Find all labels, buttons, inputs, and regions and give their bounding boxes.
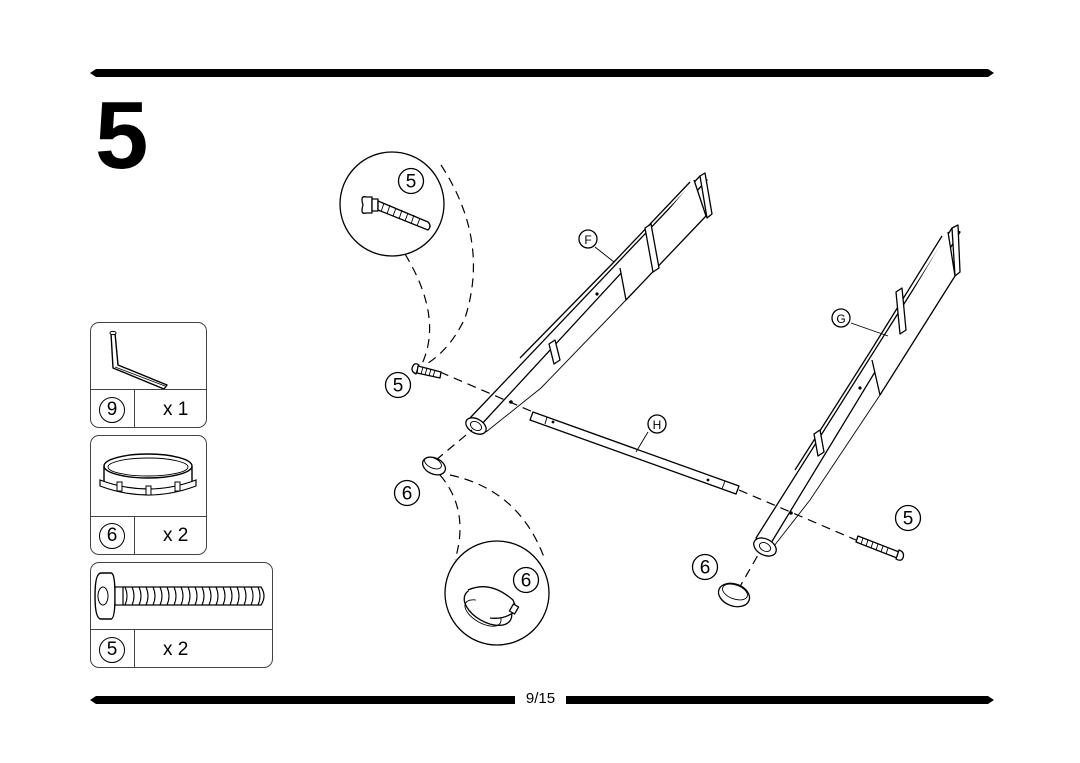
part-id-5: 5 — [99, 637, 125, 663]
callout-bolt-right: 5 — [894, 504, 922, 532]
part-box-bolt: 5 x 2 — [90, 562, 273, 668]
part-box-allen-key: 9 x 1 — [90, 322, 207, 428]
svg-text:5: 5 — [406, 172, 417, 193]
frame-part-f — [465, 172, 713, 435]
svg-text:6: 6 — [700, 558, 711, 579]
zoom-bubble-cap — [439, 474, 550, 646]
allen-key-icon — [109, 330, 168, 389]
zoom-bolt-thread — [380, 202, 421, 227]
svg-text:5: 5 — [903, 509, 914, 530]
bottom-rule-left — [90, 696, 515, 704]
leg-cap-icon — [99, 453, 197, 496]
part-quantity-9: x 1 — [163, 399, 189, 420]
part-label-h: H — [647, 414, 667, 434]
frame-part-g — [753, 224, 961, 557]
callout-zoom-cap: 6 — [512, 566, 540, 594]
svg-text:6: 6 — [521, 571, 532, 592]
leg-cap-right — [717, 582, 751, 608]
part-quantity-5: x 2 — [163, 639, 189, 660]
part-id-9: 9 — [99, 397, 125, 423]
callout-zoom-bolt: 5 — [397, 167, 425, 195]
crossbar-part-h — [529, 411, 740, 495]
svg-text:6: 6 — [402, 484, 413, 505]
bolt-left — [411, 363, 442, 379]
callout-bolt-left: 5 — [384, 371, 412, 399]
bolt-icon — [94, 572, 265, 620]
svg-text:F: F — [584, 233, 591, 247]
svg-text:5: 5 — [393, 376, 404, 397]
bolt-right — [855, 535, 905, 561]
step-number: 5 — [95, 82, 148, 189]
part-label-g: G — [831, 308, 851, 328]
callout-cap-left: 6 — [393, 479, 421, 507]
part-label-f: F — [578, 229, 598, 249]
top-rule — [90, 69, 994, 77]
svg-text:H: H — [653, 418, 662, 432]
part-quantity-6: x 2 — [163, 525, 189, 546]
bottom-rule-right — [566, 696, 994, 704]
part-id-6: 6 — [99, 523, 125, 549]
page-indicator: 9/15 — [525, 690, 556, 707]
svg-text:G: G — [836, 312, 845, 326]
callout-cap-right: 6 — [691, 553, 719, 581]
assembly-axis — [439, 371, 857, 541]
leg-cap-left — [421, 456, 447, 476]
part-box-leg-cap: 6 x 2 — [90, 435, 207, 555]
